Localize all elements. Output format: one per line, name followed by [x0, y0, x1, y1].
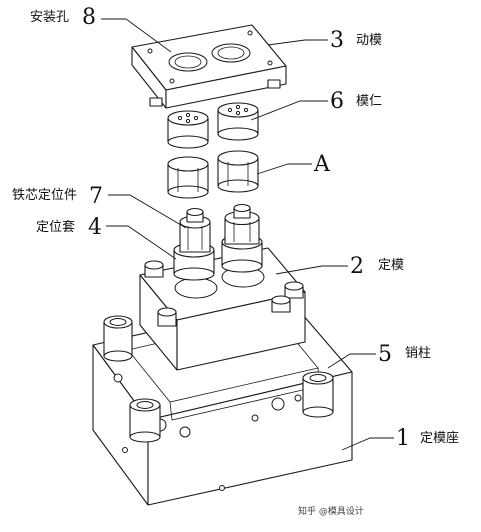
label-3-num: 3 [330, 28, 344, 53]
mounting-holes [168, 43, 251, 72]
label-6-text: 模仁 [356, 94, 382, 109]
label-6: 6 模仁 [330, 89, 382, 114]
leader-lines [101, 18, 394, 451]
label-1: 1 定模座 [396, 426, 459, 451]
watermark-text: 知乎 @模具设计 [298, 505, 364, 517]
label-5-text: 销柱 [405, 346, 431, 361]
label-8-text: 安装孔 [30, 10, 69, 25]
fixed-mold-plate [139, 247, 306, 371]
label-4-num: 4 [88, 215, 102, 240]
label-a: A [313, 152, 331, 177]
label-2: 2 定模 [350, 254, 404, 279]
label-3-text: 动模 [356, 33, 382, 48]
label-6-num: 6 [330, 89, 344, 114]
label-3: 3 动模 [330, 28, 382, 53]
label-1-num: 1 [396, 426, 410, 451]
label-a-num: A [313, 152, 331, 177]
core-parts-a [167, 150, 259, 199]
mold-inserts [167, 102, 259, 149]
locating-sleeves [173, 234, 263, 281]
label-2-text: 定模 [378, 258, 404, 273]
label-7-num: 7 [89, 184, 103, 209]
label-4-text: 定位套 [36, 219, 75, 235]
label-1-text: 定模座 [420, 431, 459, 446]
label-5-num: 5 [378, 342, 392, 367]
label-5: 5 销柱 [378, 342, 431, 367]
label-8: 安装孔 8 [30, 5, 96, 30]
label-7-text: 铁芯定位件 [12, 188, 77, 203]
label-4: 定位套 4 [36, 215, 102, 240]
label-2-num: 2 [350, 254, 364, 279]
label-8-num: 8 [82, 5, 96, 30]
label-7: 铁芯定位件 7 [12, 184, 103, 209]
moving-mold-plate [131, 24, 287, 109]
